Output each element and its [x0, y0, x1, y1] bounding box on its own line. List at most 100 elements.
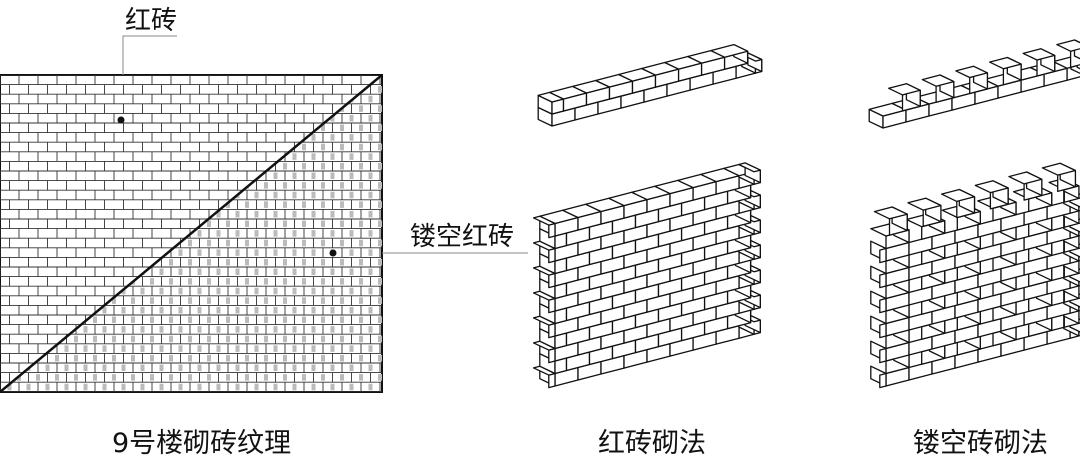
brick-front — [908, 360, 933, 381]
hollow-gap — [321, 393, 325, 400]
left-header-top — [532, 215, 556, 226]
hollow-gap — [264, 201, 268, 208]
hollow-gap — [159, 306, 164, 314]
hollow-gap — [235, 383, 240, 391]
texture-caption: 9号楼砌砖纹理 — [112, 428, 292, 459]
hollow-gap — [349, 268, 354, 276]
texture-diagonal — [0, 74, 383, 393]
hollow-gap — [93, 374, 97, 381]
hollow-gap — [245, 393, 249, 400]
hollow-gap — [330, 153, 335, 160]
hollow-gap — [330, 210, 335, 218]
hollow-gap — [169, 374, 173, 381]
hollow-gap — [321, 220, 325, 228]
hollow-gap — [359, 143, 363, 151]
hollow-gap — [7, 383, 12, 391]
hollow-gap — [311, 364, 316, 372]
hollow-gap — [321, 201, 325, 208]
hollow-gap — [340, 297, 344, 304]
left-header-front — [879, 372, 887, 389]
hollow-gap — [273, 383, 278, 391]
hollow-gap — [359, 124, 363, 132]
hollow-gap — [264, 393, 268, 400]
hollow-gap — [197, 249, 202, 256]
hollow-gap — [216, 306, 221, 314]
left-header-front — [879, 347, 887, 364]
hollow-gap — [112, 374, 116, 381]
hollow-gap — [235, 326, 240, 333]
hollow-gap — [226, 239, 230, 247]
hollow-gap — [169, 335, 173, 343]
hollow-gap — [159, 287, 164, 295]
hollow-gap — [311, 287, 316, 295]
hollow-gap — [112, 354, 116, 362]
hollow-gap — [226, 201, 230, 208]
hollow-gap — [273, 306, 278, 314]
hollow-gap — [302, 143, 306, 151]
hollow-gap — [368, 326, 373, 333]
hollow-gap — [216, 345, 221, 352]
hollow-gap — [302, 335, 306, 343]
hollow-gap — [197, 306, 202, 314]
hollow-gap — [254, 364, 259, 372]
hollow-gap — [235, 345, 240, 352]
hollow-gap — [349, 134, 354, 141]
hollow-gap — [254, 306, 259, 314]
hollow-gap — [64, 345, 69, 352]
hollow-gap — [245, 201, 249, 208]
hollow-brick-bond-caption: 镂空砖砌法 — [913, 428, 1048, 459]
hollow-gap — [150, 393, 154, 400]
hollow-gap — [188, 316, 192, 324]
hollow-gap — [368, 95, 373, 103]
hollow-gap — [178, 306, 183, 314]
hollow-gap — [378, 374, 382, 381]
hollow-gap — [45, 364, 50, 372]
hollow-gap — [226, 354, 230, 362]
hollow-gap — [378, 86, 382, 93]
hollow-gap — [140, 345, 145, 352]
hollow-gap — [349, 172, 354, 180]
hollow-gap — [292, 153, 297, 160]
left-header-front — [548, 272, 556, 289]
hollow-gap — [197, 364, 202, 372]
hollow-gap — [178, 345, 183, 352]
hollow-gap — [102, 345, 107, 352]
hollow-gap — [112, 297, 116, 304]
hollow-gap — [178, 287, 183, 295]
hollow-gap — [292, 326, 297, 333]
hollow-gap — [321, 258, 325, 266]
brick-top — [955, 65, 989, 79]
hollow-gap — [349, 383, 354, 391]
hollow-gap — [359, 258, 363, 266]
hollow-gap — [340, 220, 344, 228]
hollow-gap — [273, 172, 278, 180]
brick-top — [907, 197, 942, 211]
hollow-gap — [140, 364, 145, 372]
brick-top — [921, 74, 955, 87]
hollow-gap — [235, 306, 240, 314]
hollow-gap — [74, 335, 78, 343]
hollow-gap — [121, 326, 126, 333]
hollow-gap — [283, 182, 287, 189]
hollow-gap — [340, 239, 344, 247]
hollow-gap — [245, 278, 249, 285]
hollow-gap — [102, 383, 107, 391]
hollow-gap — [264, 374, 268, 381]
hollow-gap — [159, 383, 164, 391]
hollow-gap — [235, 287, 240, 295]
hollow-gap — [378, 201, 382, 208]
hollow-gap — [216, 383, 221, 391]
hollow-gap — [254, 287, 259, 295]
hollow-gap — [330, 172, 335, 180]
hollow-gap — [207, 278, 211, 285]
hollow-gap — [216, 210, 221, 218]
hollow-gap — [340, 374, 344, 381]
hollow-gap — [283, 393, 287, 400]
left-header-front — [879, 297, 887, 314]
hollow-gap — [264, 182, 268, 189]
hollow-gap — [349, 364, 354, 372]
hollow-gap — [283, 354, 287, 362]
hollow-gap — [340, 335, 344, 343]
hollow-gap — [207, 316, 211, 324]
hollow-gap — [283, 201, 287, 208]
